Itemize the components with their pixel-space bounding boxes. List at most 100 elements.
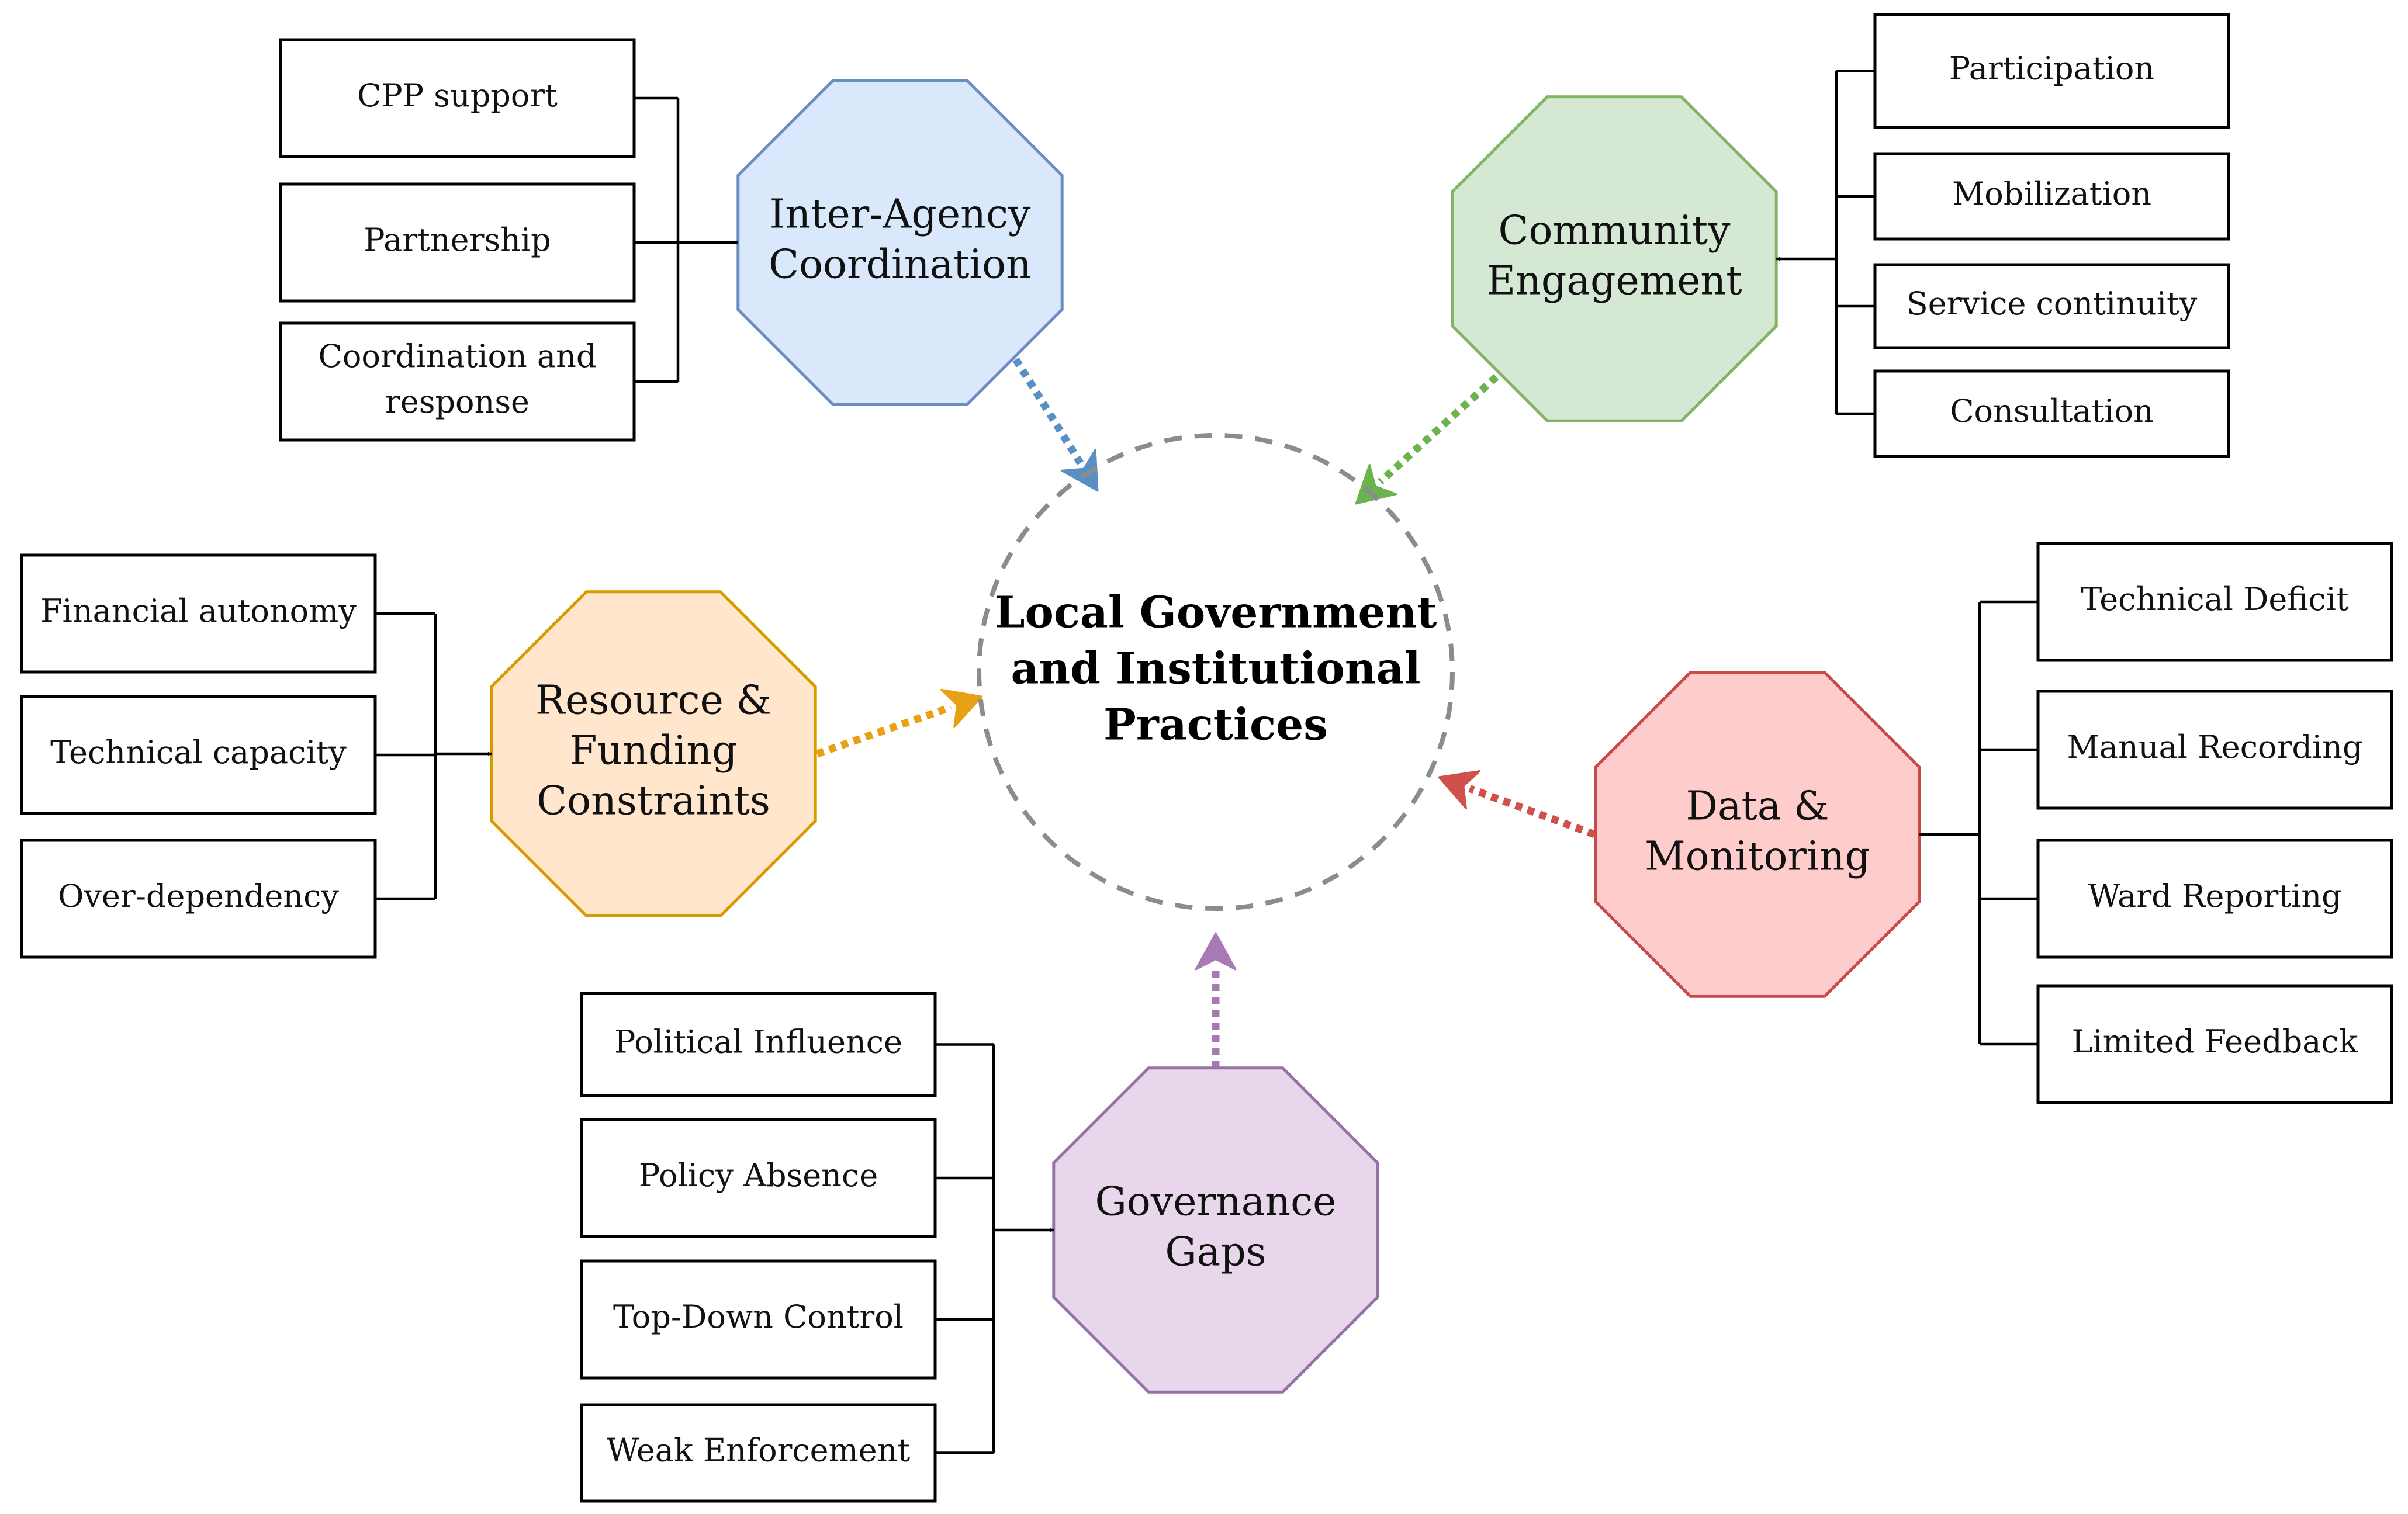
item-label-line: Mobilization: [1952, 175, 2151, 212]
governance-gaps-title-line: Gaps: [1165, 1229, 1266, 1276]
community-engagement-to-center-arrow: [1355, 374, 1499, 505]
item-label-line: Manual Recording: [2067, 729, 2362, 765]
community-engagement-octagon: [1451, 95, 1778, 422]
item-box-consultation: Consultation: [1873, 369, 2230, 458]
item-label: Policy Absence: [639, 1157, 878, 1194]
item-box-rect: [1873, 152, 2230, 241]
item-box-rect: [580, 992, 937, 1097]
data-monitoring-title-line: Data &: [1686, 784, 1829, 830]
item-label: Manual Recording: [2067, 729, 2362, 765]
item-label: Technical capacity: [50, 734, 347, 771]
resource-funding-constraints-arrowhead: [940, 688, 983, 728]
inter-agency-coordination-title-line: Coordination: [769, 242, 1032, 288]
resource-funding-constraints-title-line: Constraints: [537, 778, 770, 824]
item-label: Consultation: [1950, 393, 2154, 429]
item-label-line: Political Influence: [614, 1024, 902, 1061]
item-label-line: Consultation: [1950, 393, 2154, 429]
item-label-line: Ward Reporting: [2088, 878, 2341, 914]
item-label: CPP support: [357, 77, 558, 114]
item-box-rect: [20, 695, 377, 815]
item-box-rect: [2036, 984, 2393, 1104]
item-label-line: Over-dependency: [58, 878, 339, 914]
community-engagement-title-line: Engagement: [1486, 258, 1742, 304]
inter-agency-coordination-octagon: [736, 79, 1064, 406]
item-label-line: Top-Down Control: [613, 1298, 904, 1335]
item-box-cpp-support: CPP support: [279, 38, 636, 158]
data-monitoring-dotted-line: [1468, 785, 1596, 839]
item-box-rect: [20, 553, 377, 674]
data-monitoring-arrowhead: [1438, 770, 1481, 809]
item-box-rect: [1873, 13, 2230, 129]
item-box-rect: [279, 182, 636, 303]
data-monitoring-title-line: Monitoring: [1645, 834, 1870, 880]
item-box-limited-feedback: Limited Feedback: [2036, 984, 2393, 1104]
item-label-line: Partnership: [364, 221, 551, 258]
item-box-partnership: Partnership: [279, 182, 636, 303]
governance-gaps-title-line: Governance: [1095, 1179, 1337, 1225]
item-box-rect: [2036, 542, 2393, 662]
item-box-political-influence: Political Influence: [580, 992, 937, 1097]
governance-gaps-to-center-arrow: [1195, 932, 1237, 1068]
center-title-line: Local Government: [994, 588, 1437, 638]
item-box-rect: [1873, 369, 2230, 458]
data-monitoring-to-center-arrow: [1438, 770, 1596, 839]
item-box-rect: [2036, 690, 2393, 810]
item-box-rect: [279, 321, 636, 442]
inter-agency-coordination-title-line: Inter-Agency: [770, 192, 1031, 238]
item-box-over-dependency: Over-dependency: [20, 839, 377, 959]
item-box-coordination-and-response: Coordination and response: [279, 321, 636, 442]
item-label-line: Policy Absence: [639, 1157, 878, 1194]
resource-funding-constraints-to-center-arrow: [815, 688, 983, 758]
item-box-rect: [580, 1403, 937, 1503]
item-label: Limited Feedback: [2072, 1023, 2359, 1060]
item-label-line: Weak Enforcement: [607, 1432, 911, 1469]
item-label-line: Participation: [1949, 50, 2154, 87]
item-label: Top-Down Control: [613, 1298, 904, 1335]
item-box-ward-reporting: Ward Reporting: [2036, 839, 2393, 959]
item-label: Over-dependency: [58, 878, 339, 914]
community-engagement-title-line: Community: [1498, 208, 1731, 254]
item-label-line: Limited Feedback: [2072, 1023, 2359, 1060]
governance-gaps-arrowhead: [1195, 932, 1237, 971]
item-box-manual-recording: Manual Recording: [2036, 690, 2393, 810]
data-monitoring-octagon: [1594, 671, 1921, 998]
community-engagement-dotted-line: [1378, 374, 1499, 485]
center-title-line: Practices: [1103, 700, 1328, 750]
item-label-line: Technical Deficit: [2081, 581, 2349, 618]
item-box-service-continuity: Service continuity: [1873, 263, 2230, 349]
item-box-policy-absence: Policy Absence: [580, 1118, 937, 1238]
item-label-line: Service continuity: [1907, 285, 2198, 322]
item-box-rect: [580, 1259, 937, 1380]
item-label: Service continuity: [1907, 285, 2198, 322]
item-box-participation: Participation: [1873, 13, 2230, 129]
item-box-technical-capacity: Technical capacity: [20, 695, 377, 815]
inter-agency-coordination-dotted-line: [1012, 357, 1084, 465]
item-label-line: Technical capacity: [50, 734, 347, 771]
item-label: Technical Deficit: [2081, 581, 2349, 618]
resource-funding-constraints-octagon: [490, 590, 817, 917]
item-label-line: response: [385, 383, 530, 420]
governance-gaps-octagon: [1052, 1066, 1379, 1394]
resource-funding-constraints-title-line: Funding: [569, 728, 737, 774]
item-box-top-down-control: Top-Down Control: [580, 1259, 937, 1380]
resource-funding-constraints-title-line: Resource &: [535, 678, 771, 724]
item-box-financial-autonomy: Financial autonomy: [20, 553, 377, 674]
item-label-line: Coordination and: [319, 338, 597, 375]
item-box-rect: [279, 38, 636, 158]
item-box-mobilization: Mobilization: [1873, 152, 2230, 241]
item-box-rect: [20, 839, 377, 959]
resource-funding-constraints-dotted-line: [815, 704, 953, 758]
community-engagement-arrowhead: [1355, 463, 1397, 505]
item-label-line: Financial autonomy: [40, 593, 357, 629]
data-monitoring-title: Data &Monitoring: [1645, 784, 1870, 880]
item-label: Financial autonomy: [40, 593, 357, 629]
